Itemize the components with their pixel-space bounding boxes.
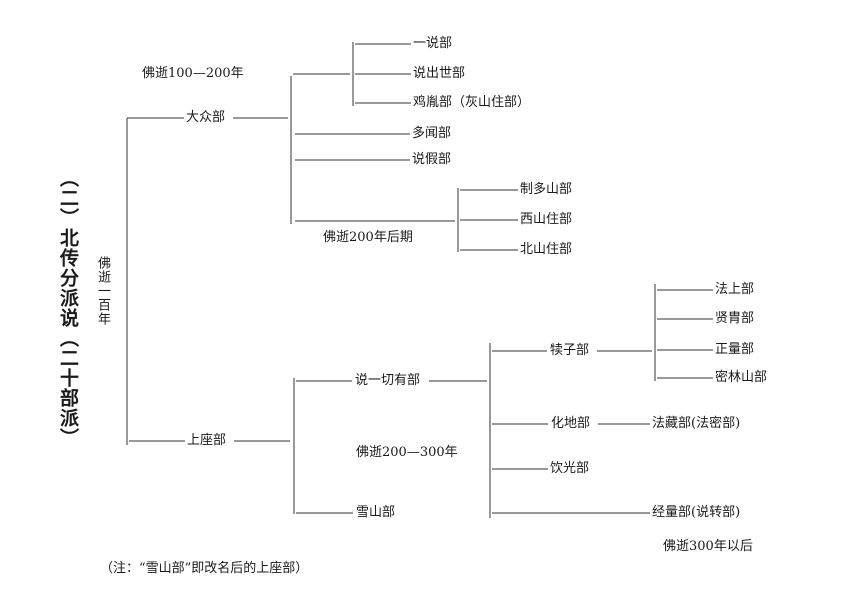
node-uttarasaila: 北山住部 (520, 242, 573, 257)
node-prajnaptivada: 说假部 (412, 152, 452, 167)
node-kukkutika: 鸡胤部（灰山住部） (413, 95, 531, 110)
node-mahasanghika: 大众部 (186, 110, 226, 125)
node-sarvastivada: 说一切有部 (355, 373, 421, 388)
node-bahusrutiya: 多闻部 (412, 126, 452, 141)
period-200-late: 佛逝200年后期 (323, 230, 413, 245)
node-dharmaguptaka: 法藏部(法密部) (652, 416, 741, 431)
node-himavata: 雪山部 (356, 505, 396, 520)
period-300-after: 佛逝300年以后 (663, 539, 753, 554)
node-bhadrayaniya: 贤胄部 (715, 311, 755, 326)
diagram-title: （二）北传分派说（二十部派） (57, 168, 79, 448)
node-vatsiputriya: 犊子部 (550, 343, 590, 358)
node-sammatiya: 正量部 (715, 342, 755, 357)
node-lokottaravada: 说出世部 (413, 66, 466, 81)
node-kasyapiya: 饮光部 (550, 461, 590, 476)
node-caitika: 制多山部 (520, 182, 573, 197)
node-aparasaila: 西山住部 (520, 212, 573, 227)
period-200-300: 佛逝200—300年 (356, 445, 458, 460)
node-ekavyavaharika: 一说部 (413, 36, 453, 51)
node-sannagarika: 密林山部 (715, 370, 768, 385)
node-sautrantika: 经量部(说转部) (652, 505, 741, 520)
footnote: （注：“雪山部”即改名后的上座部） (100, 561, 309, 576)
period-100-200: 佛逝100—200年 (142, 66, 244, 81)
node-dharmottariya: 法上部 (715, 282, 755, 297)
root-period-label: 佛逝一百年 (95, 256, 110, 326)
node-sthavira: 上座部 (187, 433, 227, 448)
node-mahisasaka: 化地部 (551, 416, 591, 431)
